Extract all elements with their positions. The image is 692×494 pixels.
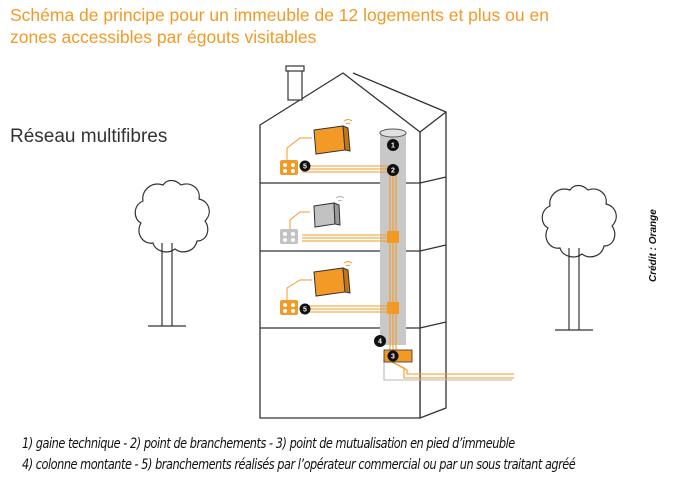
branch-point-boxes — [387, 231, 399, 314]
svg-text:3: 3 — [391, 354, 395, 361]
svg-text:4: 4 — [378, 339, 382, 346]
svg-text:5: 5 — [303, 307, 307, 314]
svg-text:1: 1 — [391, 143, 395, 150]
svg-text:5: 5 — [303, 164, 307, 171]
legend-line-2: 4) colonne montante - 5) branchements ré… — [22, 457, 576, 473]
router-icon — [313, 119, 353, 155]
building-outline — [259, 72, 447, 419]
marker-4: 4 — [374, 335, 386, 347]
chimney-icon — [285, 65, 305, 101]
router-icon — [313, 261, 353, 297]
marker-5-bottom: 5 — [299, 303, 311, 315]
diagram-title: Schéma de principe pour un immeuble de 1… — [10, 5, 549, 47]
router-icon — [313, 196, 345, 228]
marker-3: 3 — [387, 350, 399, 362]
image-credit: Crédit : Orange — [648, 209, 659, 282]
network-label: Réseau multifibres — [10, 126, 168, 147]
marker-5-top: 5 — [299, 160, 311, 172]
street-cable — [383, 358, 514, 381]
svg-text:2: 2 — [391, 168, 395, 175]
riser-fibers — [389, 170, 397, 356]
tree-right-icon — [541, 184, 617, 331]
wall-outlet-icon — [280, 160, 298, 175]
wall-outlet-icon — [280, 229, 298, 244]
tree-left-icon — [134, 179, 210, 327]
floor-fiber-drops — [286, 137, 388, 313]
marker-2: 2 — [387, 164, 399, 176]
legend-line-1: 1) gaine technique - 2) point de branche… — [22, 436, 515, 452]
wall-outlet-icon — [280, 300, 298, 315]
marker-1: 1 — [387, 139, 399, 151]
